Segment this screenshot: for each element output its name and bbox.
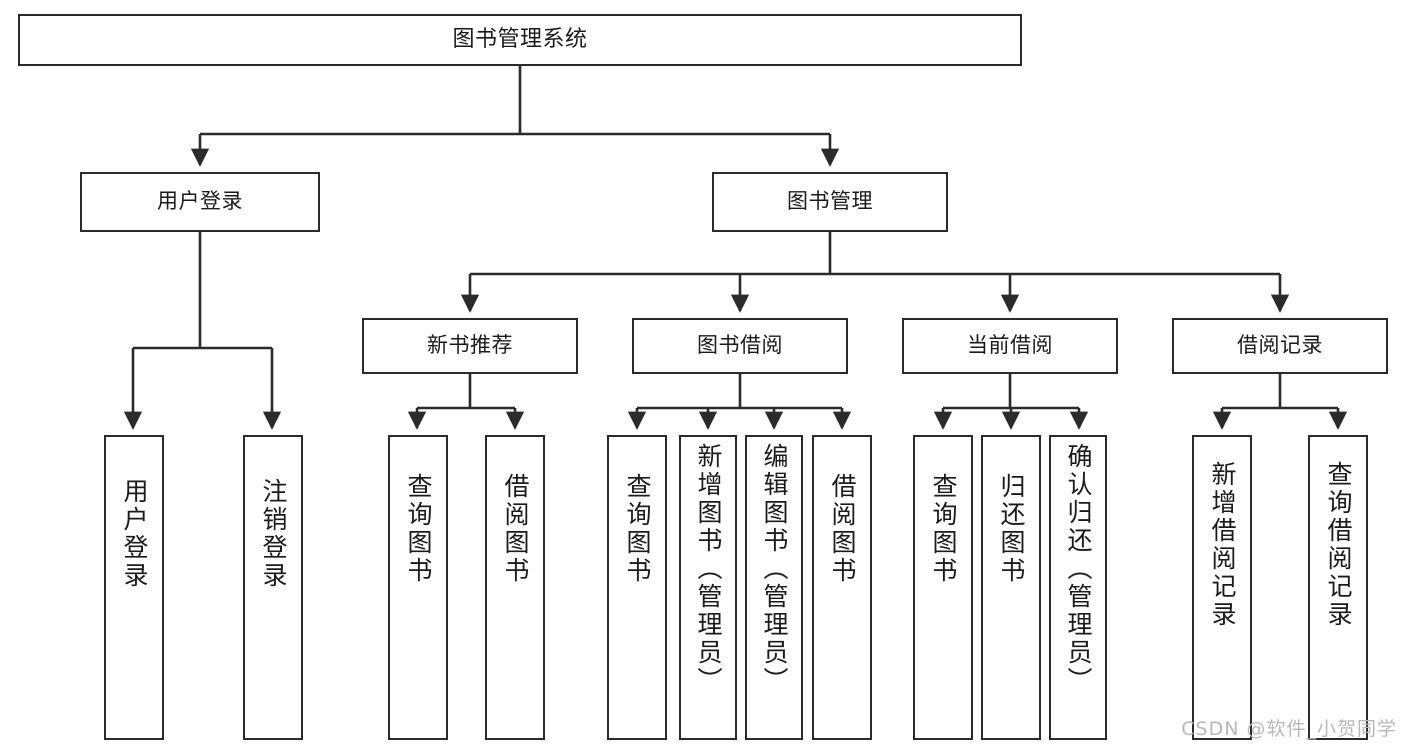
node-label: 当前借阅 <box>967 333 1053 358</box>
node-borrow-record[interactable]: 借阅记录 <box>1172 318 1388 374</box>
node-label: 用户登录 <box>157 189 243 214</box>
leaf-book-borrow-edit[interactable]: 编辑图书（管理员） <box>745 435 803 740</box>
leaf-user-login-logout[interactable]: 注销登录 <box>243 435 303 740</box>
node-book-management[interactable]: 图书管理 <box>712 172 948 232</box>
node-label: 查询图书 <box>404 473 433 585</box>
leaf-book-borrow-add[interactable]: 新增图书（管理员） <box>679 435 737 740</box>
node-label: 图书管理系统 <box>452 26 588 52</box>
node-label: 确认归还（管理员） <box>1064 443 1093 695</box>
node-label: 查询借阅记录 <box>1324 461 1353 629</box>
leaf-book-borrow-query[interactable]: 查询图书 <box>607 435 667 740</box>
leaf-current-borrow-query[interactable]: 查询图书 <box>913 435 973 740</box>
leaf-borrow-record-add[interactable]: 新增借阅记录 <box>1192 435 1252 740</box>
node-label: 新增借阅记录 <box>1208 461 1237 629</box>
node-label: 借阅图书 <box>501 473 530 585</box>
node-label: 查询图书 <box>623 473 652 585</box>
node-new-book-recommend[interactable]: 新书推荐 <box>362 318 578 374</box>
node-label: 图书借阅 <box>697 333 783 358</box>
node-label: 借阅图书 <box>828 473 857 585</box>
node-root-system[interactable]: 图书管理系统 <box>18 14 1022 66</box>
leaf-borrow-record-query[interactable]: 查询借阅记录 <box>1308 435 1368 740</box>
node-label: 查询图书 <box>929 473 958 585</box>
node-label: 注销登录 <box>259 478 288 590</box>
leaf-book-borrow-borrow[interactable]: 借阅图书 <box>812 435 872 740</box>
leaf-current-borrow-confirm[interactable]: 确认归还（管理员） <box>1049 435 1107 740</box>
leaf-user-login-login[interactable]: 用户登录 <box>104 435 164 740</box>
node-label: 归还图书 <box>997 473 1026 585</box>
node-label: 新书推荐 <box>427 333 513 358</box>
node-label: 编辑图书（管理员） <box>760 443 789 695</box>
node-book-borrow[interactable]: 图书借阅 <box>632 318 848 374</box>
watermark-text: CSDN @软件_小贺同学 <box>1181 718 1397 740</box>
node-user-login[interactable]: 用户登录 <box>80 172 320 232</box>
leaf-current-borrow-return[interactable]: 归还图书 <box>981 435 1041 740</box>
node-label: 新增图书（管理员） <box>694 443 723 695</box>
node-label: 借阅记录 <box>1237 333 1323 358</box>
leaf-new-book-query[interactable]: 查询图书 <box>388 435 448 740</box>
node-label: 图书管理 <box>787 189 873 214</box>
node-label: 用户登录 <box>120 478 149 590</box>
leaf-new-book-borrow[interactable]: 借阅图书 <box>485 435 545 740</box>
node-current-borrow[interactable]: 当前借阅 <box>902 318 1118 374</box>
